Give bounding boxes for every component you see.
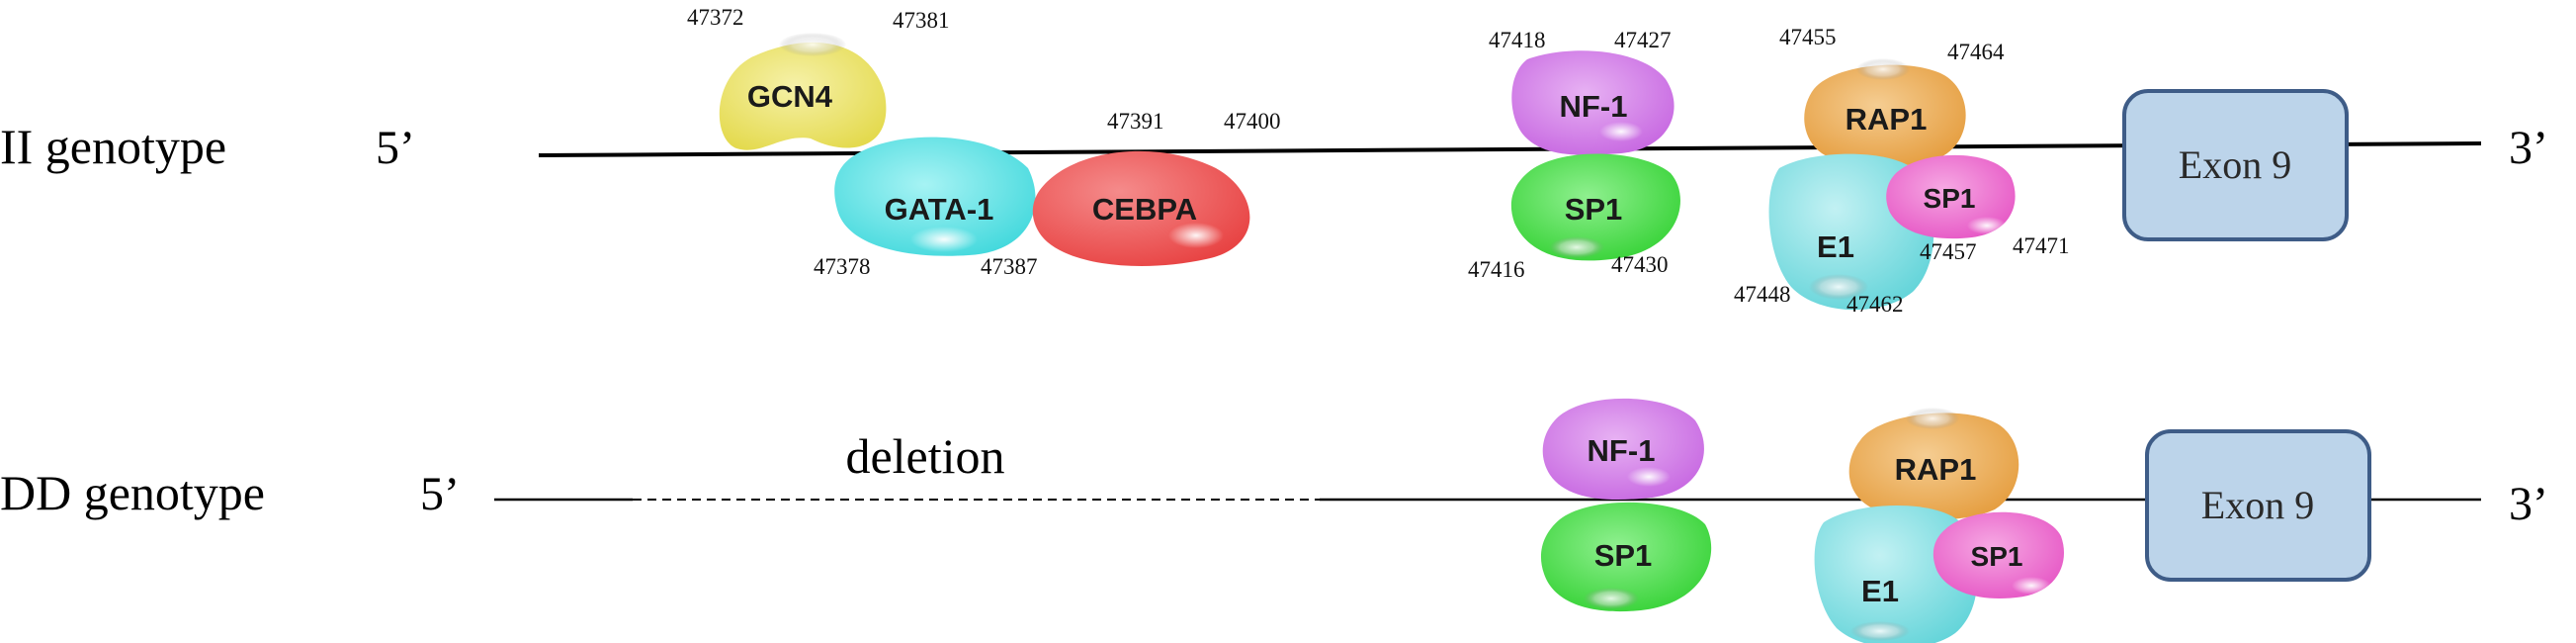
factor-sp1-b-label: SP1 — [1924, 183, 1976, 214]
three-prime-label-dd: 3’ — [2509, 478, 2548, 530]
factor-rap1-dd-label: RAP1 — [1895, 452, 1977, 487]
factor-gcn4-label: GCN4 — [747, 79, 833, 114]
factor-rap1-dd: RAP1 — [1848, 408, 2019, 520]
exon-9-box-ii: Exon 9 — [2122, 89, 2349, 241]
coord-e1-start: 47448 — [1734, 282, 1791, 307]
factor-nf1: NF-1 — [1511, 50, 1674, 155]
factor-sp1: SP1 — [1510, 153, 1680, 261]
factor-cebpa: CEBPA — [1032, 150, 1250, 266]
three-prime-label-ii: 3’ — [2509, 122, 2548, 174]
row-dd-genotype: DD genotype 5’ deletion 3’ NF-1 SP1 RAP1 — [0, 398, 2548, 643]
row-ii-genotype: II genotype 5’ 3’ GCN4 GATA-1 CEBPA NF-1 — [0, 5, 2548, 317]
factor-e1-label: E1 — [1817, 230, 1854, 264]
factor-nf1-dd-label: NF-1 — [1588, 433, 1656, 468]
factor-rap1: RAP1 — [1804, 58, 1966, 167]
factor-e1-dd: E1 — [1814, 505, 1978, 643]
coord-sp1-end: 47430 — [1611, 252, 1669, 277]
factor-sp1-dd-label: SP1 — [1594, 538, 1653, 573]
coord-nf1-end: 47427 — [1614, 28, 1672, 52]
factor-nf1-dd: NF-1 — [1542, 398, 1704, 501]
coord-gata1-start: 47378 — [814, 254, 871, 279]
coord-gata1-end: 47387 — [981, 254, 1038, 279]
coord-e1-end: 47462 — [1846, 292, 1904, 317]
coord-rap1-end: 47464 — [1947, 40, 2005, 64]
genotype-label-ii: II genotype — [0, 119, 226, 174]
coord-rap1-start: 47455 — [1779, 25, 1837, 49]
factor-nf1-label: NF-1 — [1560, 89, 1628, 124]
coord-sp1-b-end: 47471 — [2013, 233, 2070, 258]
coord-gcn4-end: 47381 — [893, 8, 950, 33]
factor-gcn4: GCN4 — [719, 33, 887, 150]
coord-cebpa-start: 47391 — [1107, 109, 1164, 134]
coord-sp1-b-start: 47457 — [1920, 239, 1977, 264]
factor-sp1-b-dd: SP1 — [1932, 511, 2064, 598]
deletion-label: deletion — [845, 428, 1004, 484]
exon-9-box-dd: Exon 9 — [2145, 429, 2371, 582]
five-prime-label-ii: 5’ — [376, 122, 415, 174]
factor-cebpa-label: CEBPA — [1092, 192, 1197, 227]
exon-label-dd: Exon 9 — [2201, 483, 2314, 527]
factor-sp1-label: SP1 — [1565, 192, 1623, 227]
coord-cebpa-end: 47400 — [1224, 109, 1281, 134]
factor-e1-dd-label: E1 — [1861, 574, 1899, 608]
factor-sp1-b: SP1 — [1886, 154, 2016, 239]
genotype-label-dd: DD genotype — [0, 465, 265, 520]
factor-rap1-label: RAP1 — [1846, 102, 1928, 137]
exon-label-ii: Exon 9 — [2179, 142, 2291, 187]
factor-sp1-dd: SP1 — [1540, 502, 1712, 612]
factor-sp1-b-dd-label: SP1 — [1971, 541, 2023, 572]
factor-gata1-label: GATA-1 — [885, 192, 994, 227]
five-prime-label-dd: 5’ — [420, 468, 460, 520]
coord-sp1-start: 47416 — [1468, 257, 1525, 282]
factor-gata1: GATA-1 — [834, 137, 1036, 256]
coord-gcn4-start: 47372 — [687, 5, 744, 30]
coord-nf1-start: 47418 — [1489, 28, 1546, 52]
